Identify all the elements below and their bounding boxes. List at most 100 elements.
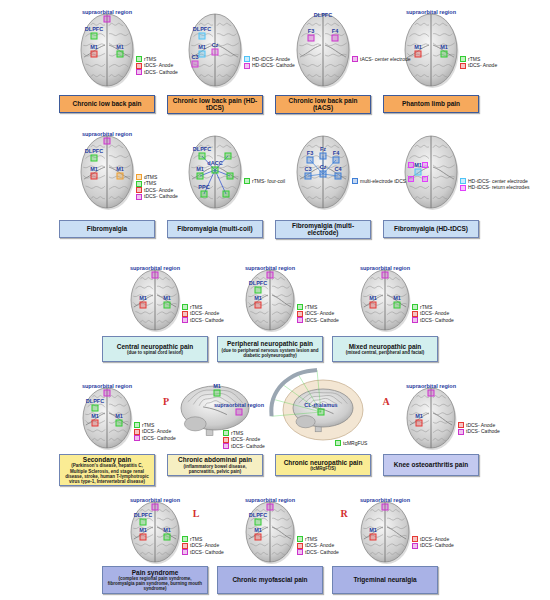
brain-sulcus — [109, 145, 123, 147]
region-label: M1 — [163, 528, 171, 534]
brain-sulcus — [109, 197, 123, 199]
condition-subtitle: (due to spinal cord lesion) — [127, 350, 183, 355]
legend-text: tACS- center electrode — [360, 57, 411, 62]
legend-text: tDCS- Cathode — [142, 436, 176, 441]
transducer-helmet — [271, 370, 317, 416]
condition-subtitle: (tcMRgFUS) — [310, 466, 336, 471]
electrode-marker — [382, 504, 388, 510]
brain-panel — [131, 270, 181, 332]
central-sulcus — [157, 295, 176, 307]
electrode-marker — [91, 51, 97, 57]
condition-box: Phantom limb pain — [383, 95, 479, 113]
brain-sulcus — [272, 312, 290, 315]
central-sulcus — [408, 45, 429, 57]
central-sulcus — [387, 295, 406, 307]
region-label: M1 — [393, 296, 401, 302]
brain-sulcus — [250, 311, 268, 313]
brain-sulcus — [307, 197, 321, 199]
legend: tDCS- AnodetDCS- Cathode — [412, 536, 454, 549]
brain-sulcus — [255, 278, 268, 280]
brain-sulcus — [199, 23, 213, 25]
legend-item: tDCS- Cathode — [182, 317, 224, 324]
brain-sulcus — [365, 543, 383, 545]
region-label: C3 — [191, 55, 198, 61]
brain-sulcus — [91, 197, 105, 199]
brain-sulcus — [415, 145, 429, 147]
brain-sulcus — [325, 43, 347, 46]
cerebellum — [184, 417, 206, 431]
brain-sulcus — [157, 278, 170, 280]
brain-sulcus — [86, 64, 105, 66]
brain-sulcus — [217, 23, 231, 25]
brain-outline — [81, 14, 133, 86]
region-label: M1 — [90, 167, 98, 173]
legend-item: tDCS- Cathode — [297, 317, 339, 324]
brain-sulcus — [109, 34, 128, 36]
legend-item: tDCS- Cathode — [182, 549, 224, 556]
legend-item: rTMS — [182, 536, 224, 543]
region-label: PPC — [198, 185, 209, 191]
region-label: M1 — [414, 45, 422, 51]
legend-swatch — [136, 174, 142, 180]
region-label: M1 — [196, 167, 204, 173]
brain-sulcus — [370, 510, 383, 512]
brain-sulcus — [325, 65, 344, 68]
legend-text: tDCS- Cathode — [231, 444, 265, 449]
brain-sulcus — [217, 187, 236, 190]
brain-midline — [155, 502, 156, 562]
brain-sulcus — [272, 278, 285, 280]
brain-sulcus — [157, 320, 170, 322]
region-label: supraorbital region — [406, 10, 456, 16]
brain-sulcus — [387, 552, 400, 554]
brain-midline — [270, 270, 271, 330]
region-label: M1 — [369, 528, 377, 534]
brain-outline — [405, 136, 457, 208]
legend-swatch — [136, 63, 142, 69]
brain-sulcus — [109, 396, 122, 398]
coil-line — [215, 170, 226, 194]
legend-swatch — [182, 317, 188, 323]
brain-sulcus — [109, 23, 123, 25]
brain-sulcus — [109, 430, 127, 433]
legend-swatch — [134, 429, 140, 435]
legend-swatch — [223, 437, 229, 443]
region-label: M1 — [116, 45, 124, 51]
electrode-marker — [214, 390, 220, 396]
brain-sulcus — [325, 197, 339, 199]
region-label: DLPFC — [193, 27, 211, 33]
legend-swatch — [136, 69, 142, 75]
central-sulcus — [364, 527, 383, 539]
electrode-marker — [308, 35, 314, 41]
electrode-marker — [320, 153, 326, 159]
central-sulcus — [109, 167, 130, 179]
orientation-letter: R — [340, 509, 347, 519]
central-sulcus — [249, 527, 268, 539]
condition-title: Fibromyalgia (multi-coil) — [177, 225, 252, 232]
central-sulcus — [433, 413, 452, 425]
brain-sulcus — [433, 396, 446, 398]
electrode-marker — [212, 49, 218, 55]
condition-title: Chronic low back pain (tACS) — [279, 97, 367, 112]
condition-title: Knee osteoarthritis pain — [394, 461, 468, 468]
central-sulcus — [433, 45, 454, 57]
legend-swatch — [182, 549, 188, 555]
central-sulcus — [272, 527, 291, 539]
region-label: M1 — [90, 45, 98, 51]
region-label: F3 — [307, 151, 313, 157]
electrode-marker — [305, 173, 311, 179]
electrode-marker — [227, 173, 233, 179]
condition-box: Peripheral neuropathic pain(due to perip… — [217, 336, 323, 362]
brain-sulcus — [217, 75, 231, 77]
brain-sulcus — [272, 510, 285, 512]
electrode-marker — [104, 16, 110, 22]
condition-subtitle: (Parkinson's disease, hepatitis C, Multi… — [63, 463, 151, 484]
electrode-marker — [92, 405, 98, 411]
brain-panel — [297, 14, 351, 88]
legend-item: tDCS- Anode — [412, 311, 454, 318]
brain-sulcus — [272, 518, 290, 520]
legend-text: rTMS — [142, 423, 154, 428]
brain-outline — [81, 136, 133, 208]
brain-sulcus — [410, 34, 429, 37]
brain-panel — [181, 386, 249, 436]
legend-text: tDCS- Anode — [144, 188, 173, 193]
